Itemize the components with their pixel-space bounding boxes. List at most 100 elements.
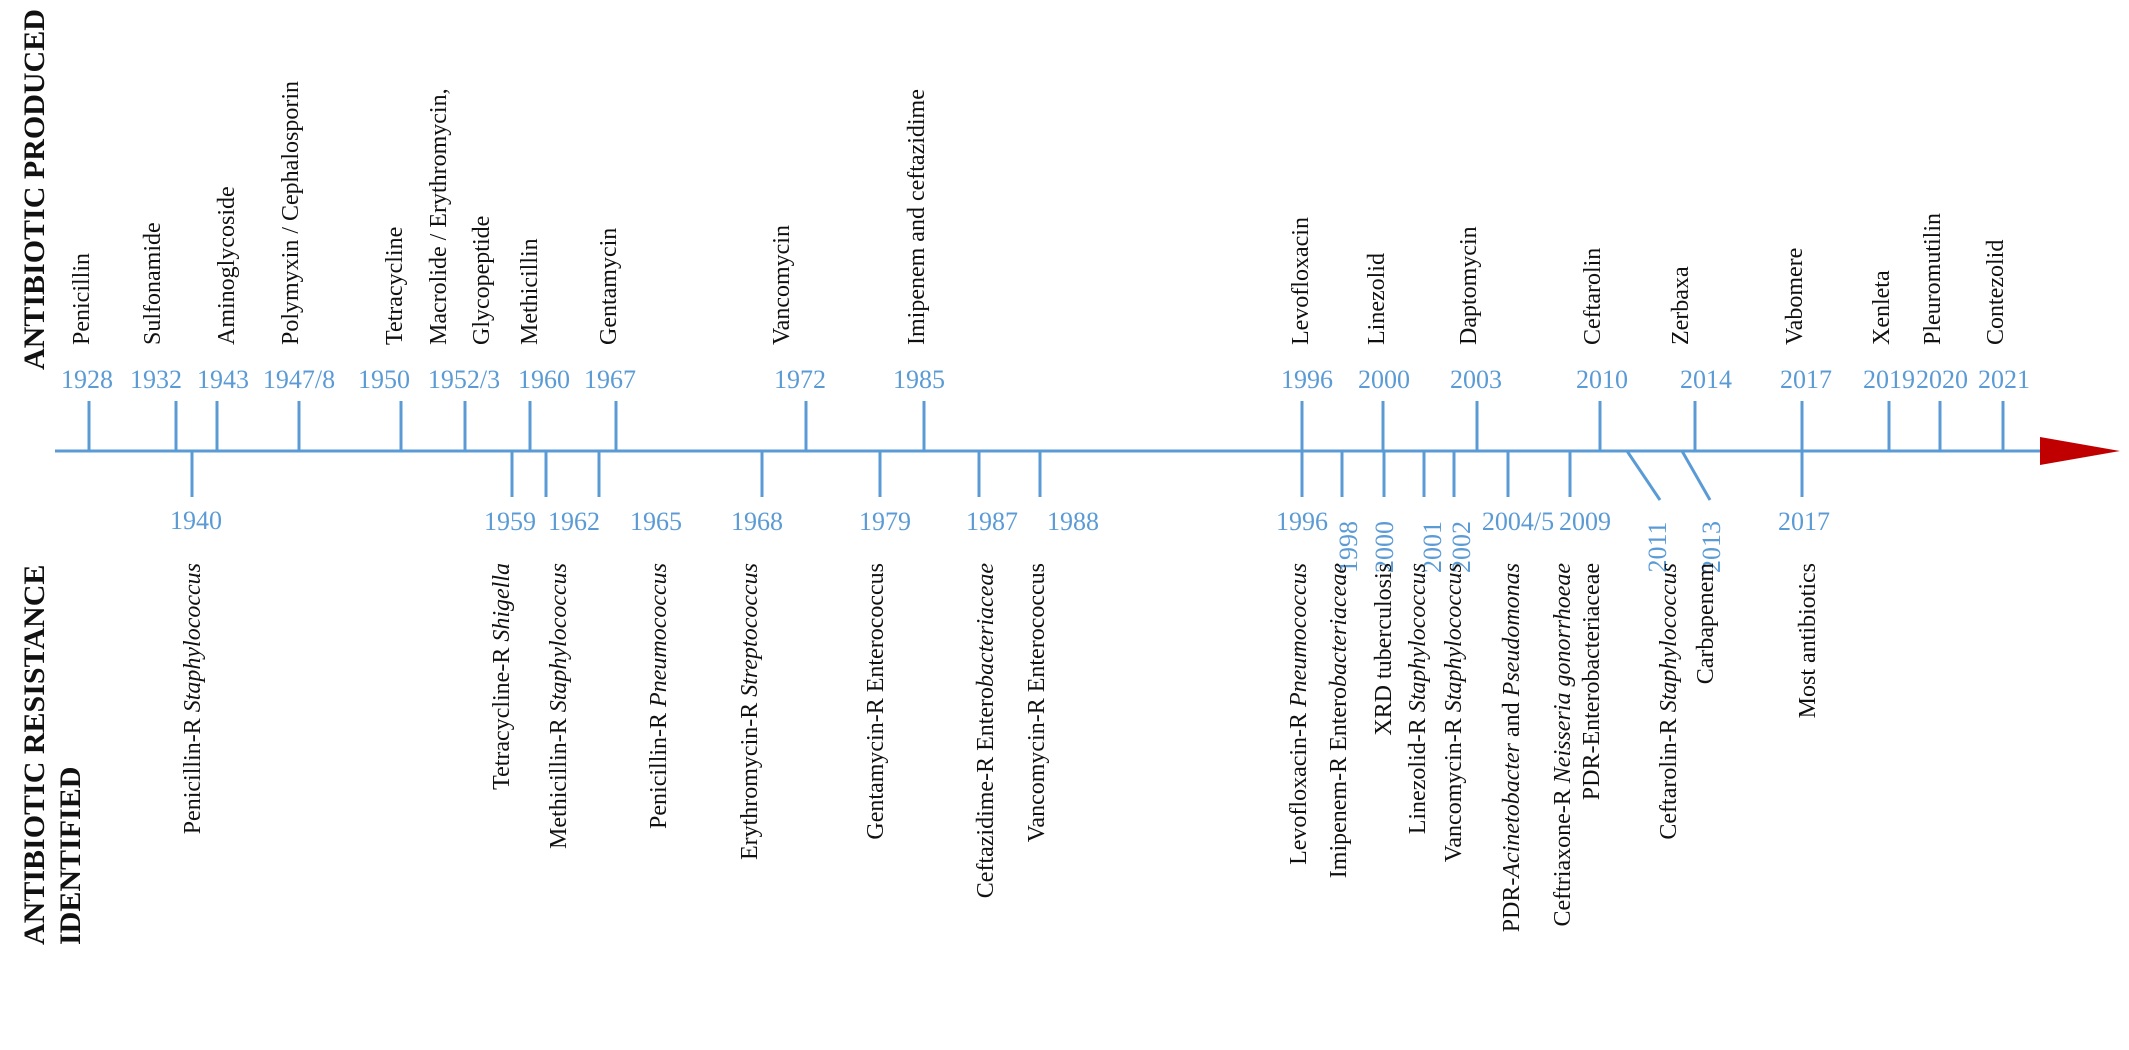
produced-year: 2010: [1576, 365, 1628, 394]
resistance-label: Gentamycin-R Enterococcus: [863, 563, 889, 840]
resistance-year: 1987: [966, 507, 1018, 536]
resistance-label: XRD tuberculosis: [1371, 563, 1397, 736]
resistance-tick: [1680, 450, 1712, 501]
produced-year: 1947/8: [263, 365, 335, 394]
resistance-label: Penicillin-R Staphylococcus: [180, 563, 206, 834]
resistance-label: Methicillin-R Staphylococcus: [546, 563, 572, 849]
timeline-arrow-icon: [2040, 437, 2120, 465]
resistance-label: Ceftarolin-R Staphylococcus: [1656, 563, 1682, 840]
produced-label: Penicillin: [69, 253, 95, 345]
produced-label: Macrolide / Erythromycin,: [426, 88, 452, 345]
produced-label: Linezolid: [1364, 253, 1390, 345]
resistance-year: 2011: [1643, 521, 1672, 572]
produced-label: Zerbaxa: [1668, 266, 1694, 345]
produced-event: 1950 Tetracycline: [358, 227, 410, 451]
produced-label: Methicillin: [517, 238, 543, 345]
produced-year: 1960: [518, 365, 570, 394]
produced-label: Vancomycin: [769, 225, 795, 345]
resistance-tick: [1625, 450, 1662, 501]
resistance-label: PDR-Acinetobacter and Pseudomonas: [1499, 563, 1525, 932]
produced-label: Levofloxacin: [1288, 217, 1314, 345]
produced-header: ANTIBIOTIC PRODUCED: [18, 9, 51, 370]
produced-event: 2020 Pleuromutilin: [1916, 213, 1968, 451]
produced-year: 2021: [1978, 365, 2030, 394]
produced-event: 1967 Gentamycin: [584, 228, 636, 451]
resistance-year: 1962: [548, 507, 600, 536]
resistance-year: 2013: [1697, 521, 1726, 573]
resistance-year: 1988: [1047, 507, 1099, 536]
produced-year: 1952/3: [428, 365, 500, 394]
produced-label: Aminoglycoside: [214, 186, 240, 345]
produced-event: 1960 Methicillin: [517, 238, 570, 451]
produced-label: Daptomycin: [1456, 226, 1482, 345]
resistance-label: Vancomycin-R Enterococcus: [1024, 563, 1050, 842]
resistance-year: 1996: [1276, 507, 1328, 536]
resistance-label: Erythromycin-R Streptococcus: [737, 563, 763, 860]
resistance-year: 2009: [1559, 507, 1611, 536]
produced-year: 1967: [584, 365, 636, 394]
resistance-label: Vancomycin-R Staphylococcus: [1441, 563, 1467, 862]
produced-label: Ceftarolin: [1580, 248, 1606, 345]
produced-year: 1943: [197, 365, 249, 394]
resistance-year: 2017: [1778, 507, 1830, 536]
produced-label: Tetracycline: [382, 227, 408, 345]
resistance-year: 2004/5: [1482, 507, 1554, 536]
produced-event: 2003 Daptomycin: [1450, 226, 1502, 451]
produced-year: 2017: [1780, 365, 1832, 394]
produced-label-line2: Glycopeptide: [469, 216, 495, 345]
produced-events: 1928Penicillin1932Sulfonamide1943Aminogl…: [61, 81, 2030, 451]
resistance-label: Levofloxacin-R Pneumococcus: [1286, 563, 1312, 865]
resistance-label: Penicillin-R Pneumococcus: [646, 563, 672, 829]
resistance-year: 2002: [1447, 521, 1476, 573]
resistance-year: 1965: [630, 507, 682, 536]
produced-label: Polymyxin / Cephalosporin: [278, 81, 304, 345]
resistance-label: Tetracycline-R Shigella: [489, 563, 515, 790]
resistance-label: Carbapenem: [1693, 563, 1719, 685]
resistance-label-line2: PDR-Enterobacteriaceae: [1579, 563, 1605, 800]
resistance-year: 1998: [1334, 521, 1363, 573]
produced-year: 2020: [1916, 365, 1968, 394]
produced-event: 1972 Vancomycin: [769, 225, 826, 451]
produced-event: 1996 Levofloxacin: [1281, 217, 1333, 451]
produced-label: Pleuromutilin: [1920, 213, 1946, 345]
resistance-year: 2000: [1370, 521, 1399, 573]
produced-year: 2003: [1450, 365, 1502, 394]
produced-label: Gentamycin: [596, 228, 622, 345]
produced-year: 1950: [358, 365, 410, 394]
produced-event: 1952/3 Macrolide / Erythromycin, Glycopept…: [426, 88, 500, 451]
resistance-header-line2: IDENTIFIED: [54, 767, 87, 945]
produced-label: Sulfonamide: [140, 222, 166, 345]
resistance-label: Imipenem-R Enterobacteriaceae: [1326, 563, 1352, 879]
produced-event: 1947/8 Polymyxin / Cephalosporin: [263, 81, 335, 451]
produced-year: 1996: [1281, 365, 1333, 394]
produced-year: 1932: [130, 365, 182, 394]
produced-event: 1943 Aminoglycoside: [197, 186, 249, 451]
resistance-year: 1959: [484, 507, 536, 536]
produced-event: 2010 Ceftarolin: [1576, 248, 1628, 451]
produced-year: 1985: [893, 365, 945, 394]
produced-label: Vabomere: [1782, 248, 1808, 345]
produced-year: 1972: [774, 365, 826, 394]
resistance-label: Most antibiotics: [1795, 563, 1821, 718]
